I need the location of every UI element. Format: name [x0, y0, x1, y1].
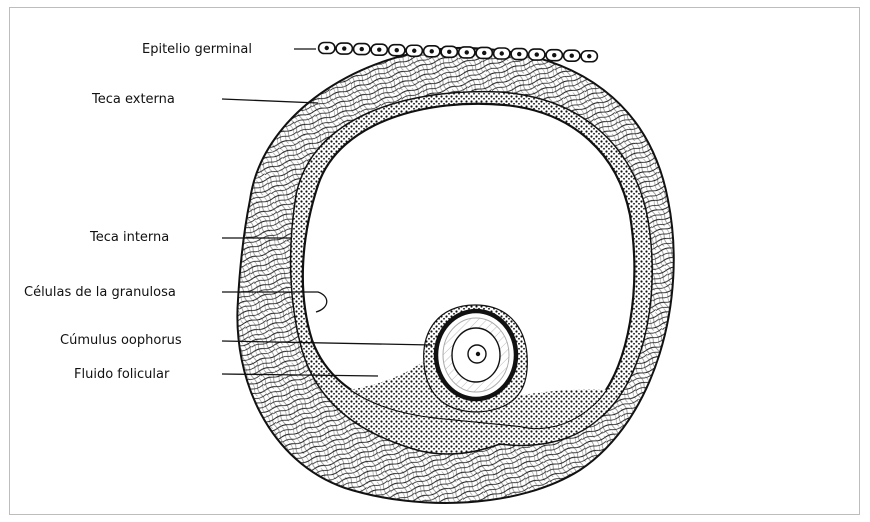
epithelial-cell-nucleus: [552, 53, 556, 57]
epithelial-cell-nucleus: [412, 49, 416, 53]
epithelial-cell-nucleus: [517, 52, 521, 56]
epithelial-cell-nucleus: [342, 46, 346, 50]
epithelial-cell-nucleus: [465, 50, 469, 54]
label-fluido-folicular: Fluido folicular: [74, 367, 169, 383]
label-cumulus-oophorus: Cúmulus oophorus: [60, 333, 182, 349]
epithelial-cell-nucleus: [482, 51, 486, 55]
epithelial-cell-nucleus: [535, 52, 539, 56]
leader-teca-externa: [222, 99, 318, 103]
cumulus-oophorus: [424, 305, 528, 412]
epithelial-cell-nucleus: [587, 54, 591, 58]
epithelial-cell-nucleus: [395, 48, 399, 52]
epithelial-cell-nucleus: [325, 46, 329, 50]
epithelial-cell-nucleus: [377, 47, 381, 51]
label-teca-interna: Teca interna: [90, 230, 169, 246]
epithelial-cell-nucleus: [360, 47, 364, 51]
epithelial-cell-nucleus: [430, 49, 434, 53]
label-epitelio-germinal: Epitelio germinal: [142, 42, 252, 58]
epithelial-cell-nucleus: [500, 51, 504, 55]
label-teca-externa: Teca externa: [92, 92, 175, 108]
epithelial-cell-nucleus: [570, 54, 574, 58]
label-celulas-granulosa: Células de la granulosa: [24, 285, 176, 301]
epithelial-cell-nucleus: [447, 50, 451, 54]
